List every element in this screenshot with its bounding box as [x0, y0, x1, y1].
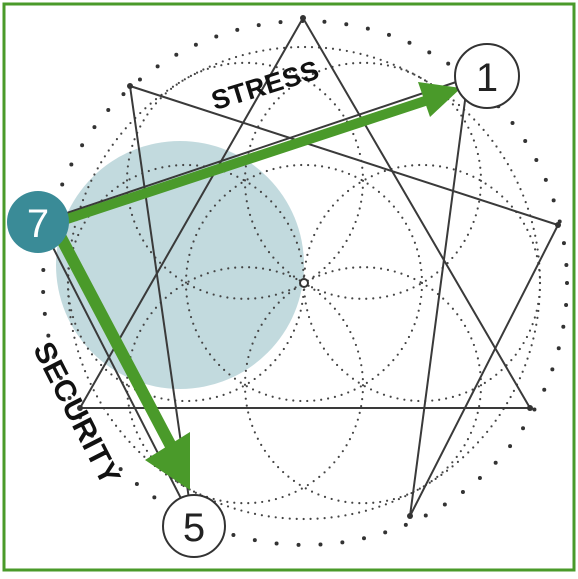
point-5: 5: [162, 494, 226, 558]
pattern-petal-circle: [125, 61, 365, 300]
center-point: [299, 278, 309, 288]
point-1: 1: [454, 43, 520, 109]
triangle-369: [78, 15, 532, 409]
point-7-label: 7: [27, 202, 49, 246]
security-arrowhead: [145, 432, 190, 490]
frame-border: [2, 2, 576, 572]
outer-dotted-ring: [41, 19, 569, 547]
pattern-petal-circle: [243, 61, 483, 300]
point-1-label: 1: [476, 56, 498, 100]
stress-arrowhead: [418, 82, 461, 117]
stress-arrow: [53, 82, 461, 227]
pattern-petal-circle: [125, 266, 365, 505]
stress-label: STRESS: [208, 55, 323, 116]
point-5-label: 5: [183, 506, 205, 550]
pattern-petal-circle: [243, 266, 483, 505]
point-7: 7: [7, 191, 69, 253]
security-arrow: [52, 226, 190, 490]
pattern-center-circle: [184, 163, 424, 403]
